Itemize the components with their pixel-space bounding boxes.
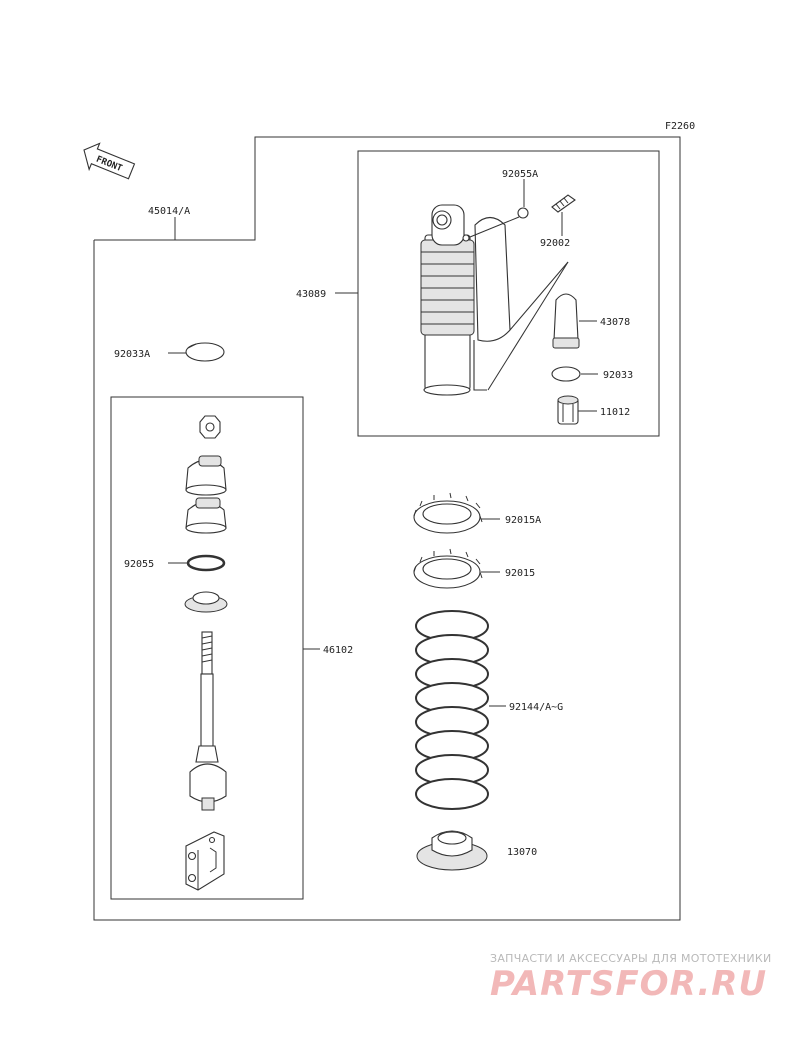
cap-11012 bbox=[557, 395, 579, 425]
spring-guide-13070 bbox=[416, 830, 488, 871]
locknut-92015 bbox=[413, 548, 483, 589]
watermark-tagline: ЗАПЧАСТИ И АКСЕССУАРЫ ДЛЯ МОТОТЕХНИКИ bbox=[490, 952, 772, 965]
label-92015: 92015 bbox=[505, 568, 535, 579]
snap-ring-92033 bbox=[551, 366, 581, 382]
snap-ring-92033a bbox=[185, 342, 225, 362]
label-45014: 45014/A bbox=[148, 206, 190, 217]
locknut-92015a bbox=[413, 492, 483, 534]
bladder-43078 bbox=[552, 293, 580, 349]
spring-92144 bbox=[415, 610, 489, 810]
front-arrow-icon: FRONT bbox=[83, 142, 136, 180]
valve-92002 bbox=[551, 194, 576, 236]
label-92055: 92055 bbox=[124, 559, 154, 570]
label-92015a: 92015A bbox=[505, 515, 541, 526]
label-92033: 92033 bbox=[603, 370, 633, 381]
label-46102: 46102 bbox=[323, 645, 353, 656]
watermark-logo: PARTSFOR.RU bbox=[490, 964, 768, 1004]
label-13070: 13070 bbox=[507, 847, 537, 858]
assembly-outline bbox=[93, 136, 681, 921]
rod-assembly-box bbox=[110, 396, 304, 900]
label-43089: 43089 bbox=[296, 289, 326, 300]
shock-absorber-drawing bbox=[420, 204, 511, 396]
label-11012: 11012 bbox=[600, 407, 630, 418]
figure-code: F2260 bbox=[665, 121, 695, 132]
label-92055a: 92055A bbox=[502, 169, 538, 180]
label-43078: 43078 bbox=[600, 317, 630, 328]
label-92002: 92002 bbox=[540, 238, 570, 249]
label-92144: 92144/A~G bbox=[509, 702, 563, 713]
rod-assembly-drawing bbox=[184, 415, 228, 891]
seal-ring-92055a bbox=[517, 207, 529, 219]
label-92033a: 92033A bbox=[114, 349, 150, 360]
